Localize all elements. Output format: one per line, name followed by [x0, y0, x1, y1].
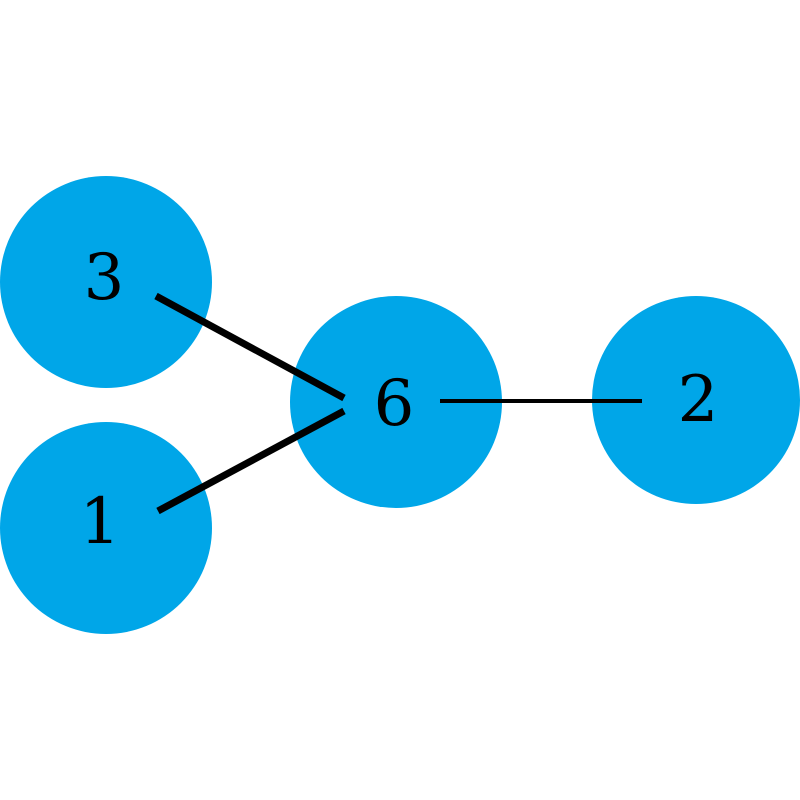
node-3-label: 3: [84, 241, 125, 315]
node-3-circle: [0, 176, 212, 388]
graph-node-2: 2: [592, 296, 800, 504]
node-6-circle: [290, 296, 502, 508]
node-2-label: 2: [678, 363, 719, 437]
graph-node-1: 1: [0, 422, 212, 634]
node-1-circle: [0, 422, 212, 634]
graph-node-3: 3: [0, 176, 212, 388]
edge-1-6: [156, 407, 346, 515]
node-2-circle: [592, 296, 800, 504]
edge-3-6: [154, 292, 346, 402]
node-6-label: 6: [374, 367, 415, 441]
graph-node-6: 6: [290, 296, 502, 508]
node-1-label: 1: [80, 485, 121, 559]
